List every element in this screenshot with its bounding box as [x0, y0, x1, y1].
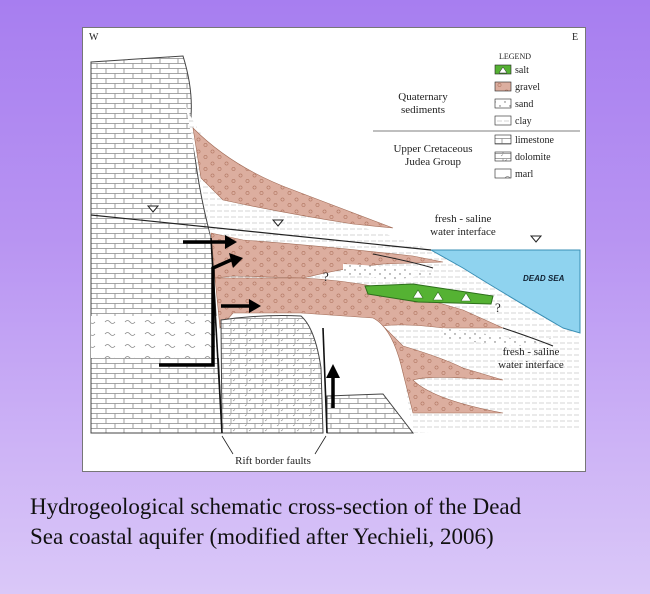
- legend-label-limestone: limestone: [515, 135, 554, 146]
- legend-label-clay: clay: [515, 116, 532, 127]
- dead-sea-label: DEAD SEA: [523, 274, 565, 283]
- fault-east: [322, 327, 328, 434]
- east-label: E: [572, 32, 578, 43]
- interface-lower: [502, 327, 554, 347]
- caption-line-1: Hydrogeological schematic cross-section …: [30, 494, 522, 519]
- legend-swatch-marl: [494, 168, 512, 179]
- cross-section-diagram: W E LEGEND salt gravel sand clay limesto…: [89, 32, 581, 467]
- marl-band: [91, 316, 220, 358]
- interface-upper: [372, 253, 434, 269]
- interface-top-label-1: fresh - saline: [435, 213, 492, 225]
- flow-arrow-2-head: [229, 253, 243, 268]
- flow-arrow-4-head: [326, 364, 340, 378]
- legend-label-gravel: gravel: [515, 82, 540, 93]
- interface-top-label-2: water interface: [430, 226, 496, 238]
- group-cretaceous-1: Upper Cretaceous: [393, 143, 472, 155]
- limestone-lower-block: [220, 315, 324, 434]
- cross-section-figure: W E LEGEND salt gravel sand clay limesto…: [82, 27, 586, 472]
- limestone-eastern-block: [326, 393, 415, 434]
- flow-arrow-2: [159, 258, 232, 367]
- water-table: [90, 214, 432, 251]
- legend-swatch-clay: [494, 115, 512, 126]
- west-label: W: [89, 32, 99, 43]
- flow-arrow-3-head: [249, 299, 261, 313]
- sand-lens-lower: [443, 328, 553, 346]
- question-mark-1: ?: [323, 269, 329, 284]
- figure-caption: Hydrogeological schematic cross-section …: [30, 492, 640, 552]
- salt-layer: [364, 283, 494, 305]
- legend-label-dolomite: dolomite: [515, 152, 551, 163]
- interface-bottom-label-2: water interface: [498, 359, 564, 371]
- gravel-tongue-middle: [210, 232, 444, 279]
- legend-swatch-sand: [494, 98, 512, 109]
- legend-swatch-gravel: [494, 81, 512, 92]
- caption-line-2: Sea coastal aquifer (modified after Yech…: [30, 524, 494, 549]
- faults-label: Rift border faults: [235, 455, 311, 467]
- dead-sea-water: [429, 249, 581, 334]
- legend-label-salt: salt: [515, 65, 529, 76]
- interface-bottom-label-1: fresh - saline: [503, 346, 560, 358]
- sand-lens-upper: [343, 264, 433, 280]
- limestone-massif: [90, 55, 223, 434]
- gravel-tongue-upper: [192, 127, 394, 229]
- group-cretaceous-2: Judea Group: [405, 156, 461, 168]
- fault-pointer-lines: [221, 435, 327, 455]
- legend: LEGEND salt gravel sand clay limestone d…: [373, 52, 580, 180]
- salt-triangles: [412, 289, 472, 302]
- group-quaternary-2: sediments: [401, 104, 445, 116]
- legend-swatch-limestone: [494, 134, 512, 145]
- flow-arrow-1-head: [225, 235, 237, 249]
- legend-label-marl: marl: [515, 169, 534, 180]
- legend-title: LEGEND: [499, 52, 531, 61]
- legend-label-sand: sand: [515, 99, 533, 110]
- salt-icon: [498, 66, 508, 74]
- group-quaternary-1: Quaternary: [398, 91, 448, 103]
- legend-swatch-dolomite: [494, 151, 512, 162]
- question-mark-2: ?: [495, 300, 501, 315]
- water-table-markers: [146, 205, 543, 243]
